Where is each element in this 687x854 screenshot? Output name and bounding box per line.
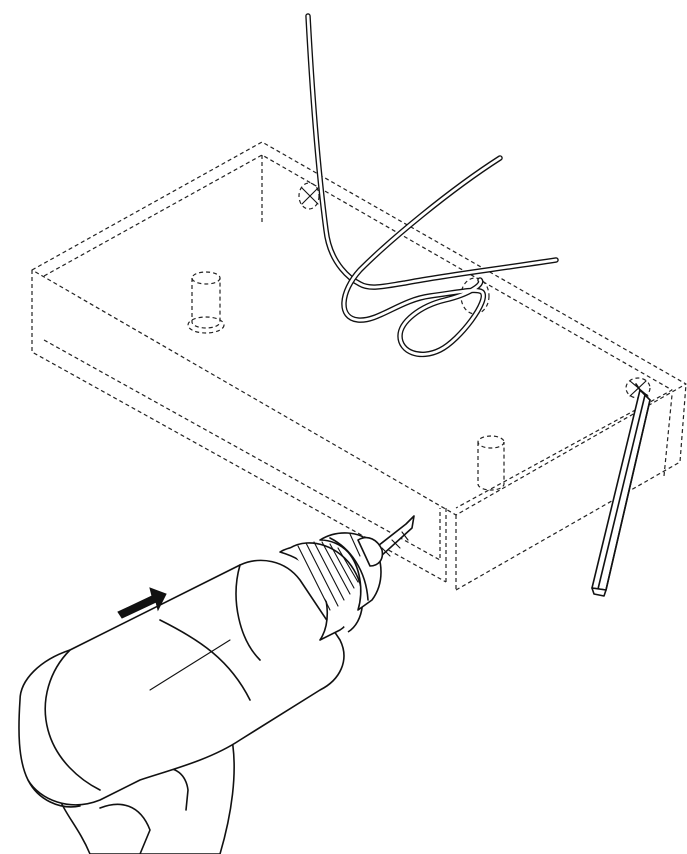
- pencil: [591, 383, 651, 597]
- wire: [305, 13, 559, 358]
- dowel-right: [477, 435, 505, 491]
- hole-mark-back: [298, 182, 320, 210]
- power-drill: [18, 532, 384, 854]
- dashed-box: [31, 141, 687, 591]
- push-arrow-icon: [117, 587, 167, 619]
- dowel-left: [187, 271, 225, 334]
